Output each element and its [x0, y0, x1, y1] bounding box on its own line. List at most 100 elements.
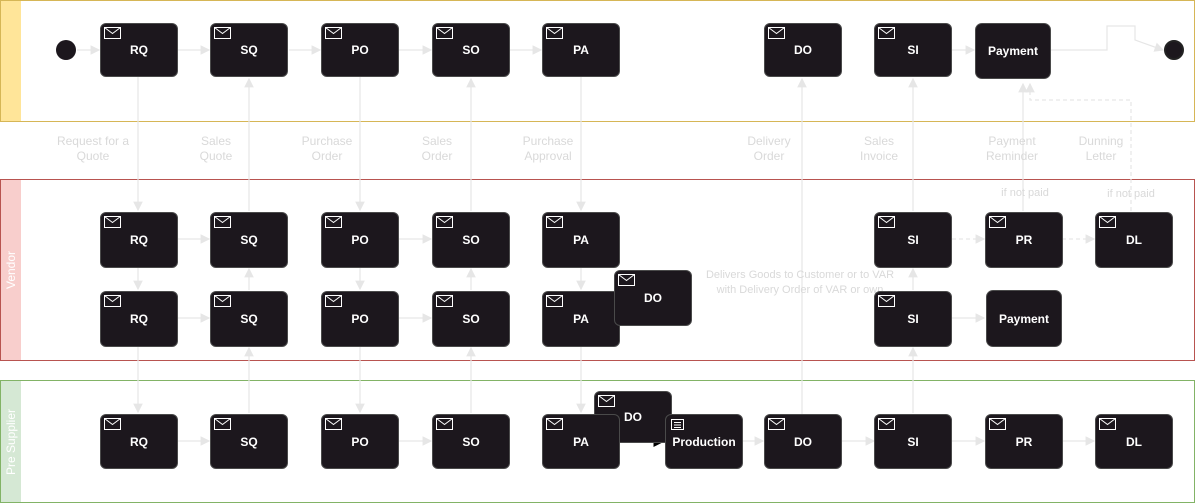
customer-sq-node[interactable]: SQ — [210, 23, 288, 77]
supplier-sq-node[interactable]: SQ — [210, 414, 288, 469]
envelope-icon — [325, 295, 342, 307]
node-label: PA — [573, 434, 589, 449]
node-label: DO — [644, 291, 662, 305]
envelope-icon — [1099, 418, 1116, 430]
vendor-pr-node[interactable]: PR — [985, 212, 1063, 268]
envelope-icon — [214, 27, 231, 39]
node-label: SQ — [240, 434, 258, 449]
supplier-rq-node[interactable]: RQ — [100, 414, 178, 469]
customer-do-node[interactable]: DO — [764, 23, 842, 77]
supplier-lane-band — [1, 381, 21, 502]
node-label: PO — [351, 312, 369, 326]
node-label: SI — [907, 312, 919, 326]
supplier-po-node[interactable]: PO — [321, 414, 399, 469]
envelope-icon — [546, 216, 563, 228]
envelope-icon — [436, 216, 453, 228]
node-label: DO — [624, 410, 642, 424]
vendor-po-node[interactable]: PO — [321, 212, 399, 268]
envelope-icon — [436, 295, 453, 307]
node-label: PO — [351, 233, 369, 247]
node-label: RQ — [130, 434, 148, 449]
node-label: SO — [462, 434, 480, 449]
envelope-icon — [618, 274, 635, 286]
vendor-row2-si-node[interactable]: SI — [874, 291, 952, 347]
node-label: SQ — [240, 312, 258, 326]
envelope-icon — [214, 216, 231, 228]
note-delivers-goods: Delivers Goods to Customer or to VAR wit… — [705, 269, 895, 296]
vendor-si-node[interactable]: SI — [874, 212, 952, 268]
customer-lane-band — [1, 1, 21, 121]
envelope-icon — [546, 295, 563, 307]
node-label: PR — [1015, 434, 1033, 449]
vendor-rq-node[interactable]: RQ — [100, 212, 178, 268]
vendor-sq-node[interactable]: SQ — [210, 212, 288, 268]
vendor-so-node[interactable]: SO — [432, 212, 510, 268]
node-label: PA — [573, 312, 589, 326]
envelope-icon — [989, 216, 1006, 228]
node-label: RQ — [130, 43, 148, 57]
envelope-icon — [436, 418, 453, 430]
note-if-not-paid: if not paid — [1001, 187, 1049, 199]
flow-label-delivery-order: Delivery Order — [747, 134, 791, 163]
supplier-si-node[interactable]: SI — [874, 414, 952, 469]
customer-si-node[interactable]: SI — [874, 23, 952, 77]
supplier-do-node[interactable]: DO — [764, 414, 842, 469]
customer-rq-node[interactable]: RQ — [100, 23, 178, 77]
node-label: PA — [573, 233, 589, 247]
customer-so-node[interactable]: SO — [432, 23, 510, 77]
node-label: DL — [1126, 434, 1142, 449]
vendor-row2-po-node[interactable]: PO — [321, 291, 399, 347]
node-label: SI — [907, 434, 919, 449]
customer-payment-node[interactable]: Payment — [975, 23, 1051, 79]
envelope-icon — [598, 395, 615, 407]
supplier-production-node[interactable]: Production — [665, 414, 743, 469]
envelope-icon — [214, 418, 231, 430]
node-label: SQ — [240, 43, 258, 57]
envelope-icon — [878, 418, 895, 430]
node-label: SO — [462, 312, 480, 326]
start-event-icon — [56, 40, 76, 60]
envelope-icon — [878, 295, 895, 307]
flow-label-sales-order: Sales Order — [421, 134, 453, 163]
vendor-row2-do-node[interactable]: DO — [614, 270, 692, 326]
envelope-icon — [436, 27, 453, 39]
vendor-row2-so-node[interactable]: SO — [432, 291, 510, 347]
note-if-not-paid: if not paid — [1107, 188, 1155, 200]
end-event-icon — [1164, 40, 1184, 60]
envelope-icon — [878, 27, 895, 39]
envelope-icon — [768, 418, 785, 430]
supplier-dl-node[interactable]: DL — [1095, 414, 1173, 469]
flow-label-purchase-order: Purchase Order — [301, 134, 353, 163]
envelope-icon — [104, 295, 121, 307]
envelope-icon — [325, 27, 342, 39]
vendor-row2-pa-node[interactable]: PA — [542, 291, 620, 347]
node-label: RQ — [130, 233, 148, 247]
node-label: PR — [1015, 233, 1033, 247]
envelope-icon — [325, 216, 342, 228]
envelope-icon — [546, 418, 563, 430]
envelope-icon — [878, 216, 895, 228]
flow-label-sales-quote: Sales Quote — [199, 134, 233, 163]
supplier-pa-node[interactable]: PA — [542, 414, 620, 469]
vendor-dl-node[interactable]: DL — [1095, 212, 1173, 268]
vendor-pa-node[interactable]: PA — [542, 212, 620, 268]
vendor-lane-band — [1, 180, 21, 360]
flow-label-dunning-letter: Dunning Letter — [1078, 134, 1124, 163]
supplier-so-node[interactable]: SO — [432, 414, 510, 469]
vendor-payment-node[interactable]: Payment — [986, 290, 1062, 347]
node-label: DO — [794, 43, 812, 57]
customer-pa-node[interactable]: PA — [542, 23, 620, 77]
flow-label-sales-invoice: Sales Invoice — [859, 134, 899, 163]
node-label: SI — [907, 43, 919, 57]
envelope-icon — [104, 27, 121, 39]
envelope-icon — [104, 418, 121, 430]
node-label: PA — [573, 43, 589, 57]
customer-po-node[interactable]: PO — [321, 23, 399, 77]
node-label: DL — [1126, 233, 1142, 247]
vendor-row2-rq-node[interactable]: RQ — [100, 291, 178, 347]
flow-label-payment-reminder: Payment Reminder — [985, 134, 1039, 163]
clipboard-icon — [669, 418, 686, 430]
supplier-pr-node[interactable]: PR — [985, 414, 1063, 469]
vendor-row2-sq-node[interactable]: SQ — [210, 291, 288, 347]
